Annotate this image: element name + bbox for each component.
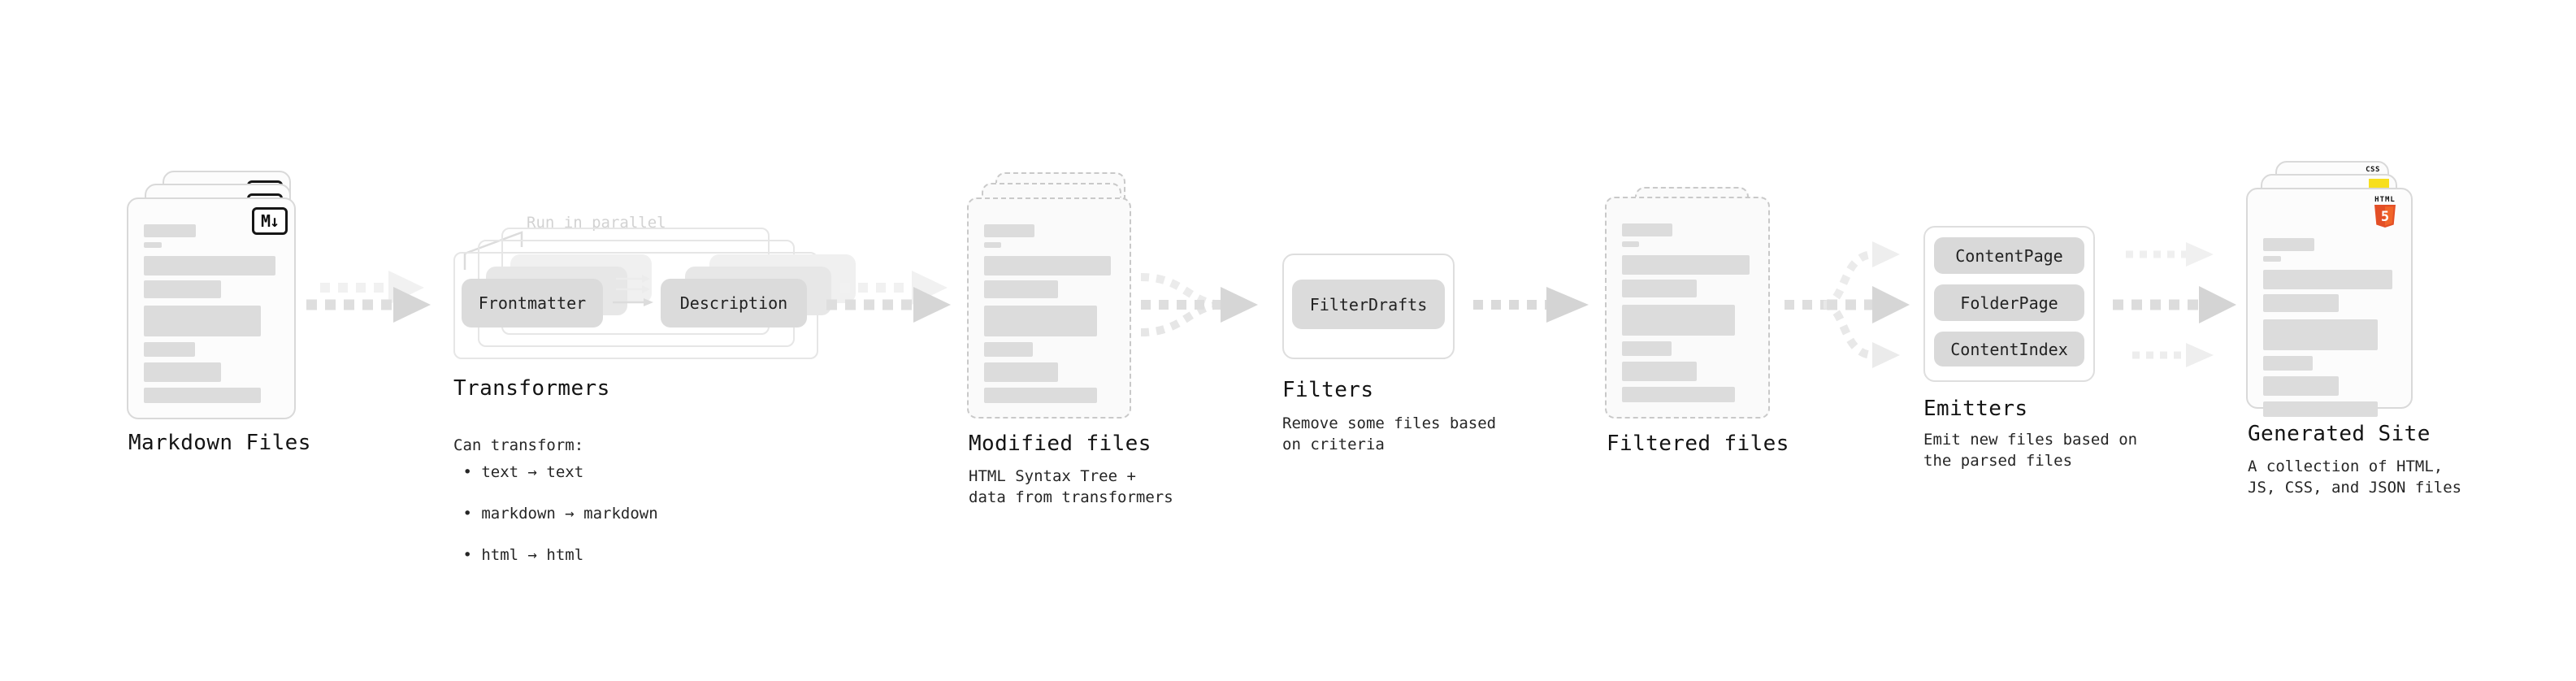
svg-text:5: 5 xyxy=(2381,209,2389,225)
filters-description: Remove some files based on criteria xyxy=(1282,414,1497,453)
run-in-parallel-annotation: Run in parallel xyxy=(527,214,666,232)
text-line-placeholder xyxy=(144,388,261,403)
text-line-placeholder xyxy=(2263,376,2339,396)
stage-title-filters: Filters xyxy=(1282,378,1374,402)
stage-title-transformers: Transformers xyxy=(453,376,610,401)
transform-bullet: • html → html xyxy=(453,546,584,564)
text-line-placeholder xyxy=(2263,319,2379,350)
document-placeholder-lines xyxy=(2263,238,2398,417)
text-line-placeholder xyxy=(984,224,1034,237)
text-line-placeholder xyxy=(1622,362,1697,381)
text-line-placeholder xyxy=(984,342,1034,357)
text-line-placeholder xyxy=(144,242,162,248)
text-line-placeholder xyxy=(1622,223,1673,236)
text-line-placeholder xyxy=(984,256,1112,275)
arrow-emitters-to-site-icon xyxy=(2113,242,2236,367)
text-line-placeholder xyxy=(1622,280,1697,297)
emitter-pill-contentpage: ContentPage xyxy=(1934,237,2084,274)
text-line-placeholder xyxy=(984,362,1059,382)
stage-title-emitters: Emitters xyxy=(1923,397,2028,421)
stage-title-filtered-files: Filtered files xyxy=(1607,432,1789,456)
transformers-subtitle: Can transform: xyxy=(453,436,584,454)
filter-pill-filterdrafts: FilterDrafts xyxy=(1292,280,1445,329)
text-line-placeholder xyxy=(144,256,276,275)
text-line-placeholder xyxy=(2263,401,2379,417)
text-line-placeholder xyxy=(984,306,1097,336)
stage-title-modified-files: Modified files xyxy=(969,432,1151,456)
css-badge-label: CSS xyxy=(2366,166,2380,174)
transformer-pill-description: Description xyxy=(661,279,807,327)
transformers-description: Can transform: • text → text • markdown … xyxy=(453,414,658,587)
arrow-modified-to-filters-merge-icon xyxy=(1140,273,1258,336)
text-line-placeholder xyxy=(1622,255,1750,275)
arrow-markdown-to-transformers-icon xyxy=(306,271,431,323)
text-line-placeholder xyxy=(1622,241,1640,247)
text-line-placeholder xyxy=(144,342,195,357)
transform-bullet: • markdown → markdown xyxy=(453,505,658,523)
text-line-placeholder xyxy=(144,224,197,237)
document-placeholder-lines xyxy=(1622,223,1755,402)
text-line-placeholder xyxy=(144,362,221,382)
text-line-placeholder xyxy=(2263,294,2339,312)
transform-bullet: • text → text xyxy=(453,463,584,481)
transformer-pill-frontmatter: Frontmatter xyxy=(462,279,603,327)
generated-site-description: A collection of HTML, JS, CSS, and JSON … xyxy=(2248,458,2462,497)
text-line-placeholder xyxy=(984,280,1059,298)
modified-file-card-front xyxy=(967,197,1131,419)
text-line-placeholder xyxy=(1622,387,1736,402)
html5-icon: HTML 5 xyxy=(2369,196,2401,228)
text-line-placeholder xyxy=(144,306,261,336)
markdown-file-card-front: M↓ xyxy=(127,197,296,419)
arrow-filters-to-filtered-icon xyxy=(1473,287,1589,323)
site-file-card-html: HTML 5 xyxy=(2246,188,2413,417)
document-placeholder-lines xyxy=(984,224,1117,403)
stage-title-generated-site: Generated Site xyxy=(2248,422,2431,446)
stage-transformers: Run in parallel Frontmatter Description … xyxy=(453,207,856,564)
stage-title-markdown-files: Markdown Files xyxy=(128,431,311,455)
stage-filters: FilterDrafts Filters Remove some files b… xyxy=(1282,254,1518,473)
filtered-file-card-front xyxy=(1605,197,1770,419)
arrow-transformers-to-modified-icon xyxy=(826,271,951,323)
stage-filtered-files: Filtered files xyxy=(1605,185,1816,478)
html5-badge-label: HTML xyxy=(2374,196,2396,204)
stage-markdown-files: M↓ M↓ M↓ Markdown Files xyxy=(127,171,338,471)
text-line-placeholder xyxy=(2263,270,2393,289)
text-line-placeholder xyxy=(1622,341,1672,356)
text-line-placeholder xyxy=(1622,305,1736,336)
text-line-placeholder xyxy=(2263,356,2314,371)
stage-generated-site: CSS HTML 5 Generated Site A collection o… xyxy=(2246,161,2490,502)
stage-emitters: ContentPage FolderPage ContentIndex Emit… xyxy=(1923,226,2159,486)
text-line-placeholder xyxy=(2263,256,2281,262)
document-placeholder-lines xyxy=(144,224,281,403)
emitter-pill-folderpage: FolderPage xyxy=(1934,284,2084,321)
text-line-placeholder xyxy=(984,388,1097,403)
markdown-icon: M↓ xyxy=(252,207,288,235)
text-line-placeholder xyxy=(2263,238,2315,251)
emitter-pill-contentindex: ContentIndex xyxy=(1934,332,2084,367)
text-line-placeholder xyxy=(984,242,1002,248)
arrow-filtered-to-emitters-split-icon xyxy=(1785,241,1910,368)
emitters-description: Emit new files based on the parsed files xyxy=(1923,431,2138,470)
js-icon xyxy=(2369,179,2389,189)
parallel-flow-arrows-icon xyxy=(613,275,653,306)
modified-files-description: HTML Syntax Tree + data from transformer… xyxy=(969,467,1173,506)
stage-modified-files: Modified files HTML Syntax Tree + data f… xyxy=(967,172,1178,514)
text-line-placeholder xyxy=(144,280,221,298)
